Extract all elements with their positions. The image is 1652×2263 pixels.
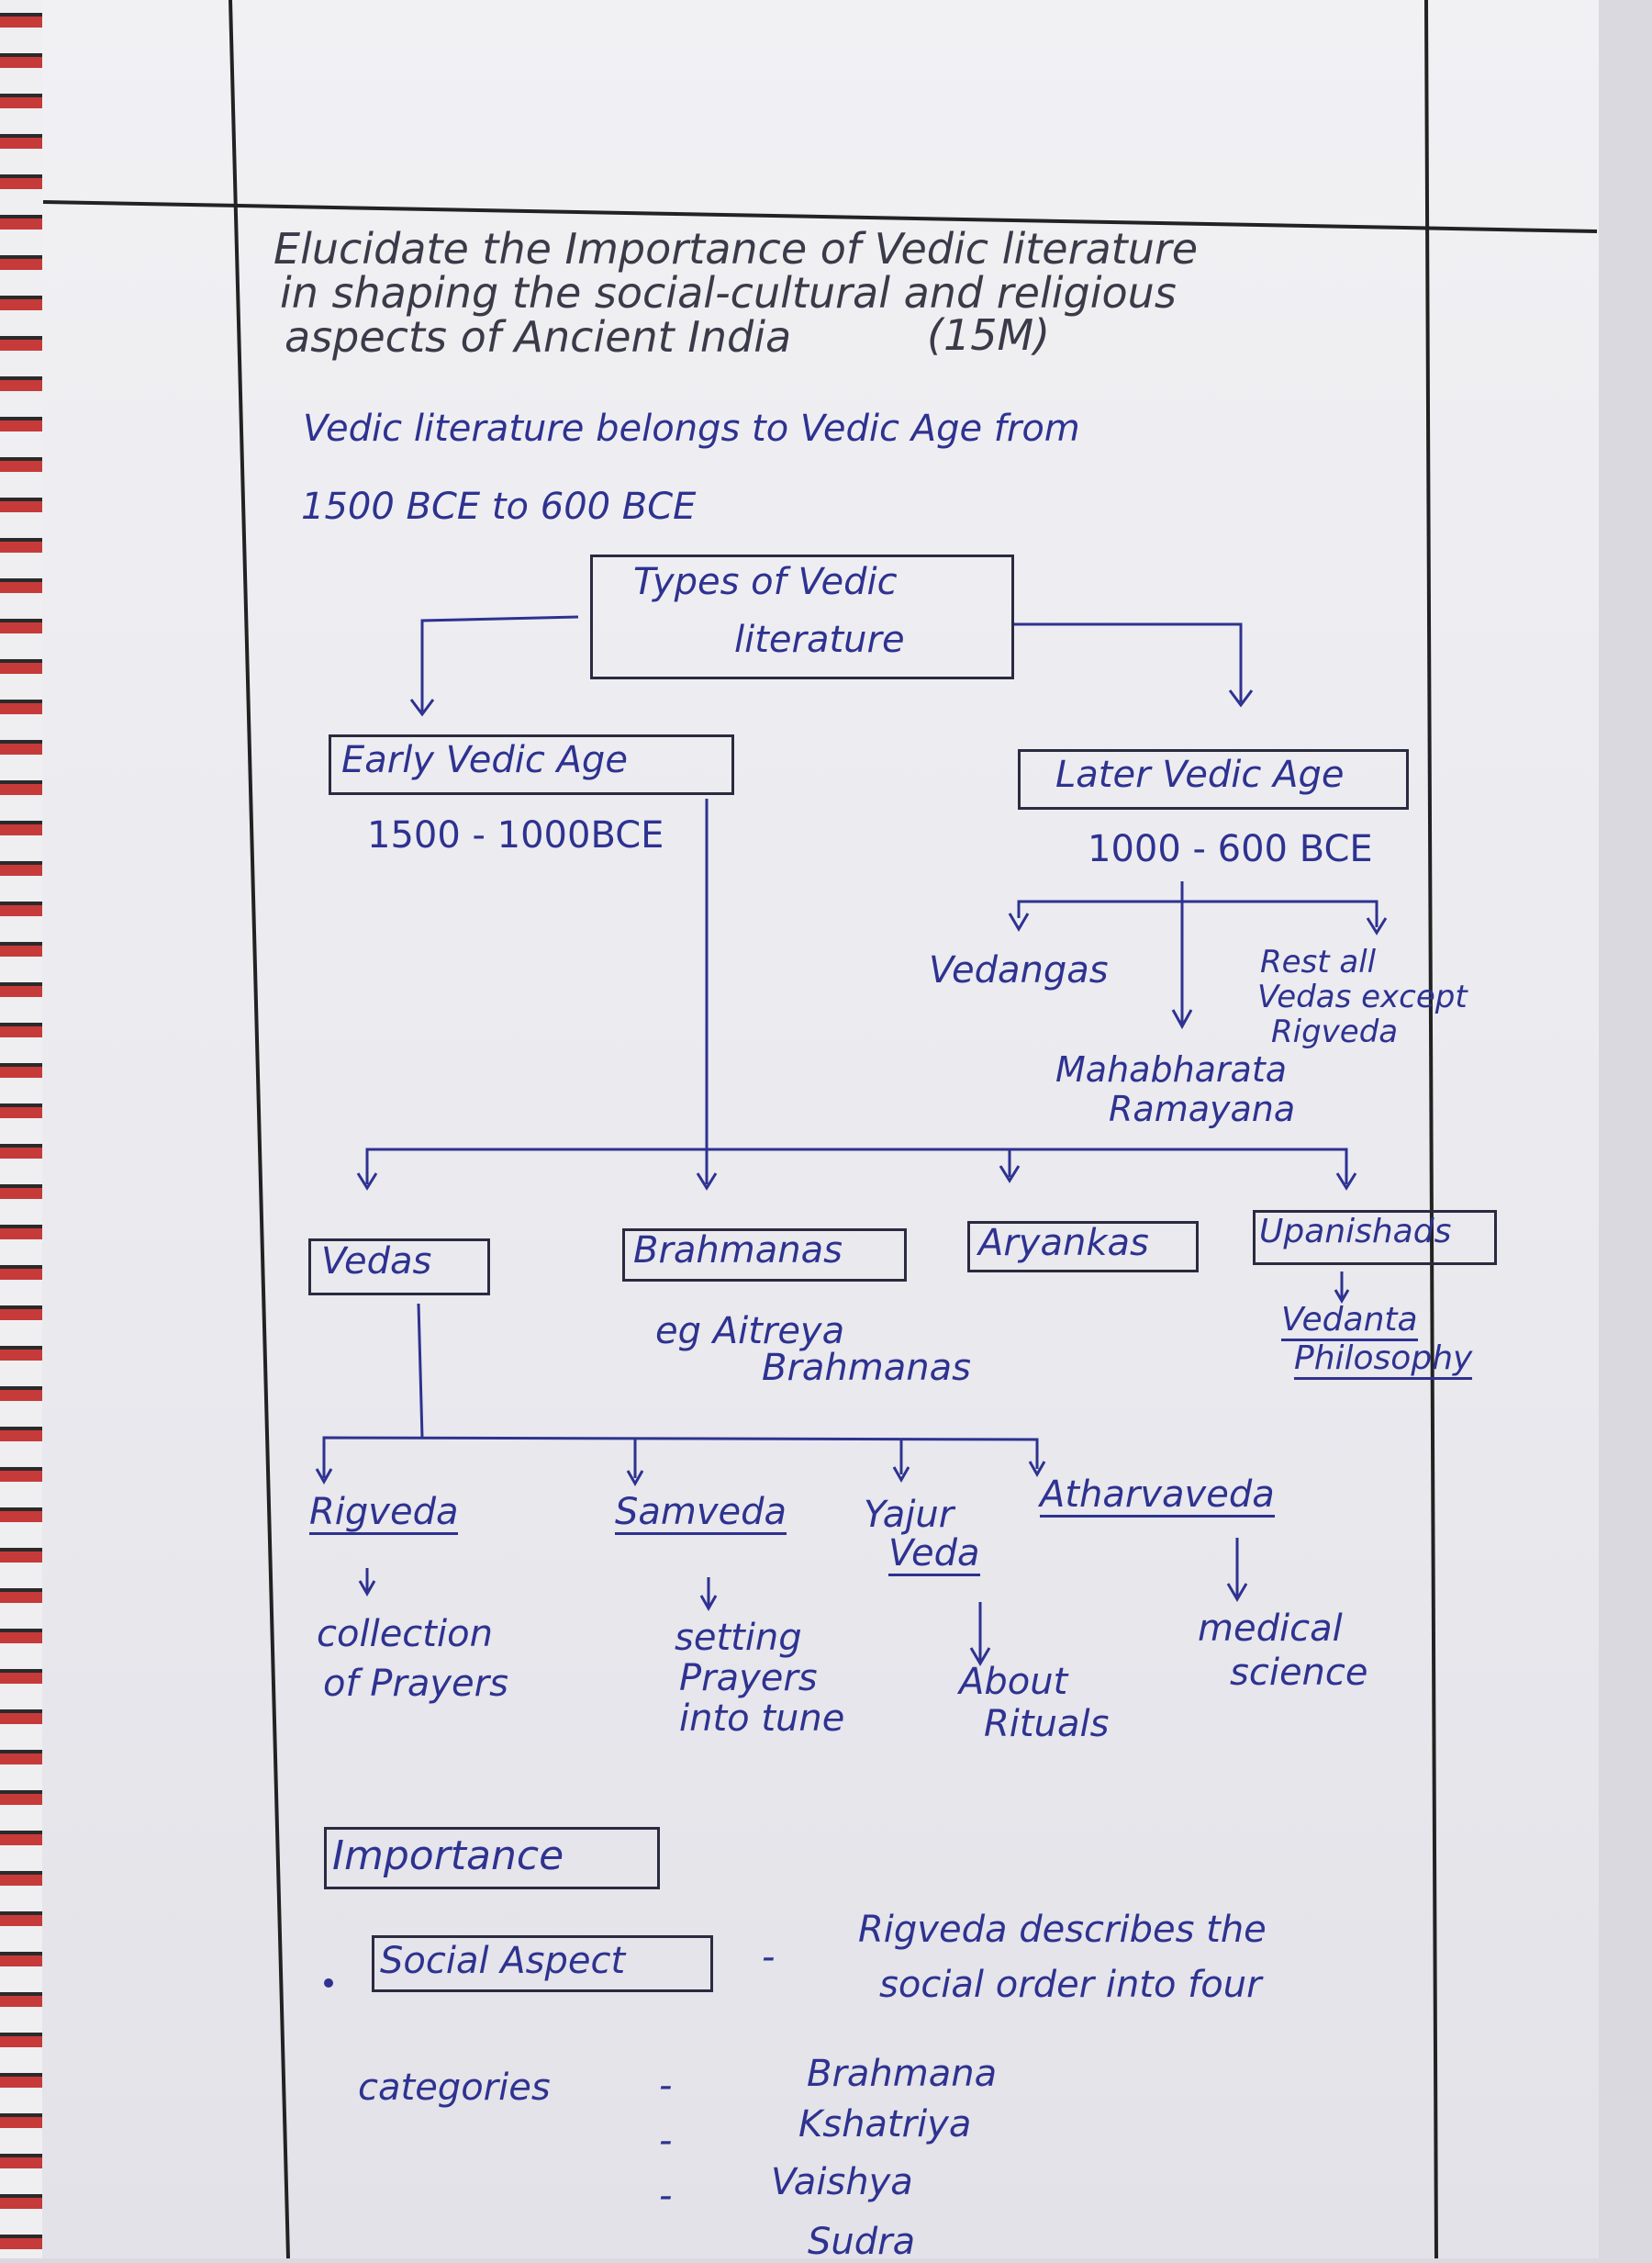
vedanta-line-1: Vedanta xyxy=(1281,1302,1418,1341)
brahmanas-example-line-1: eg Aitreya xyxy=(655,1310,845,1352)
rest-all-line-1: Rest all xyxy=(1260,944,1377,980)
samveda-desc-1: setting xyxy=(675,1617,802,1659)
root-label-line-1: Types of Vedic xyxy=(633,561,898,603)
types-of-vedic-literature-box xyxy=(590,555,1014,679)
yajurveda-label-1: Yajur xyxy=(864,1494,954,1536)
question-marks: (15M) xyxy=(927,310,1051,360)
question-line-2: in shaping the social-cultural and relig… xyxy=(280,268,1177,318)
intro-line-1: Vedic literature belongs to Vedic Age fr… xyxy=(303,408,1080,450)
diagram-connectors xyxy=(315,615,1388,1666)
later-vedic-period: 1000 - 600 BCE xyxy=(1088,828,1373,870)
bullet-dot xyxy=(324,1978,333,1988)
root-label-line-2: literature xyxy=(734,619,905,661)
later-vedic-age-label: Later Vedic Age xyxy=(1055,754,1345,796)
early-vedic-age-label: Early Vedic Age xyxy=(341,739,628,781)
yajurveda-desc-1: About xyxy=(959,1661,1068,1703)
early-vedic-age-box xyxy=(329,734,734,795)
importance-heading: Importance xyxy=(332,1832,564,1879)
question-line-1: Elucidate the Importance of Vedic litera… xyxy=(273,224,1199,274)
rigveda-desc-1: collection xyxy=(317,1613,493,1655)
samveda-label: Samveda xyxy=(615,1491,787,1535)
category-dash-3: - xyxy=(659,2175,673,2217)
social-text-line-1: Rigveda describes the xyxy=(858,1909,1267,1951)
intro-line-2: 1500 BCE to 600 BCE xyxy=(301,486,697,528)
brahmanas-box xyxy=(622,1228,907,1282)
samveda-desc-3: into tune xyxy=(679,1697,845,1740)
category-dash-2: - xyxy=(659,2120,673,2162)
notebook-page xyxy=(37,0,1599,2258)
atharvaveda-desc-1: medical xyxy=(1198,1608,1343,1650)
rest-all-line-2: Vedas except xyxy=(1257,979,1468,1015)
question-line-3: aspects of Ancient India xyxy=(285,312,792,362)
yajurveda-label-2: Veda xyxy=(888,1532,980,1576)
social-aspect-label: Social Aspect xyxy=(380,1940,626,1982)
samveda-desc-2: Prayers xyxy=(679,1657,818,1699)
later-vedic-age-box xyxy=(1018,749,1409,810)
importance-box xyxy=(324,1827,660,1889)
category-dash-1: - xyxy=(659,2065,673,2107)
atharvaveda-label: Atharvaveda xyxy=(1040,1473,1275,1518)
aryankas-label: Aryankas xyxy=(978,1222,1149,1264)
ramayana-label: Ramayana xyxy=(1109,1089,1296,1129)
brahmanas-example-line-2: Brahmanas xyxy=(762,1347,971,1389)
category-brahmana: Brahmana xyxy=(807,2053,998,2095)
category-kshatriya: Kshatriya xyxy=(798,2103,972,2145)
rigveda-label: Rigveda xyxy=(309,1491,459,1535)
vedangas-label: Vedangas xyxy=(929,949,1109,991)
rigveda-desc-2: of Prayers xyxy=(323,1663,508,1705)
upanishads-label: Upanishads xyxy=(1259,1213,1452,1250)
rest-all-line-3: Rigveda xyxy=(1271,1014,1399,1050)
category-sudra: Sudra xyxy=(808,2221,916,2263)
yajurveda-desc-2: Rituals xyxy=(984,1703,1110,1745)
aryankas-box xyxy=(967,1221,1199,1272)
vedas-box xyxy=(308,1238,490,1295)
mahabharata-label: Mahabharata xyxy=(1055,1049,1288,1090)
social-text-line-2: social order into four xyxy=(879,1964,1262,2006)
vedas-label: Vedas xyxy=(321,1240,432,1283)
spiral-binding xyxy=(0,0,42,2258)
atharvaveda-desc-2: science xyxy=(1230,1652,1368,1694)
category-vaishya: Vaishya xyxy=(771,2161,913,2203)
left-margin-line xyxy=(229,0,290,2258)
social-dash: - xyxy=(762,1936,776,1978)
categories-label: categories xyxy=(358,2067,551,2109)
early-vedic-period: 1500 - 1000BCE xyxy=(367,814,664,857)
right-margin-line xyxy=(1424,0,1438,2258)
header-rule-line xyxy=(42,200,1598,233)
vedanta-line-2: Philosophy xyxy=(1294,1340,1473,1380)
social-aspect-box xyxy=(372,1935,713,1992)
brahmanas-label: Brahmanas xyxy=(633,1229,843,1272)
upanishads-box xyxy=(1253,1210,1497,1265)
